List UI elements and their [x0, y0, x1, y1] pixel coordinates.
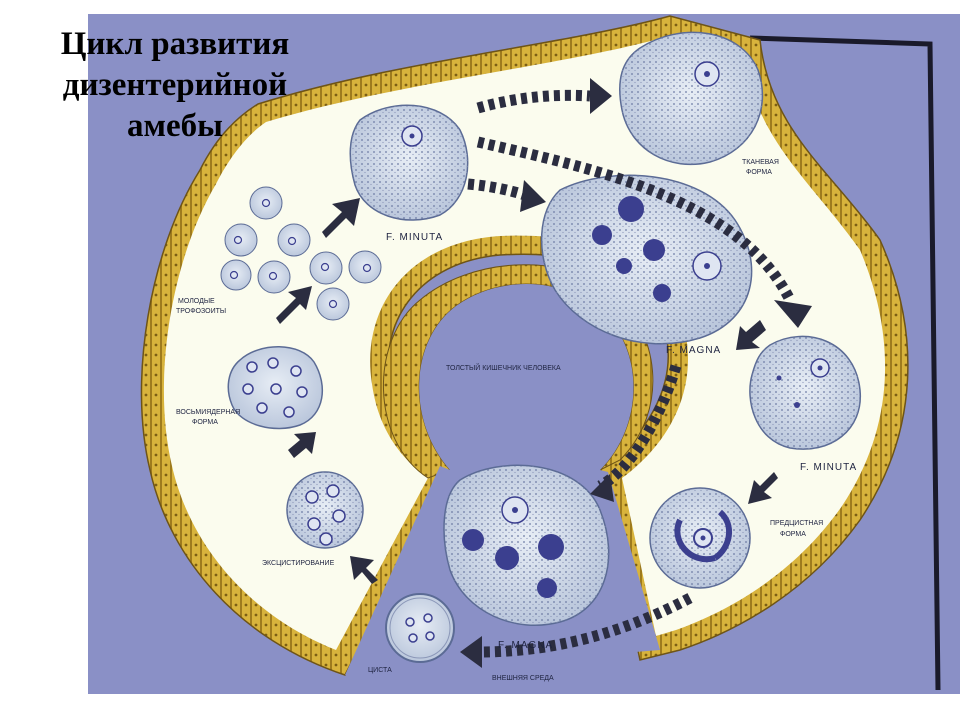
- arrow-icon: [276, 286, 312, 324]
- label-f-minuta-top: F. MINUTA: [386, 232, 443, 243]
- label-eight-nuclear-2: ФОРМА: [192, 419, 218, 426]
- precyst-cell: [649, 487, 751, 589]
- label-tissue-form-1: ТКАНЕВАЯ: [742, 159, 779, 166]
- tissue-form-cell: [619, 31, 764, 166]
- label-environment: ВНЕШНЯЯ СРЕДА: [492, 675, 554, 682]
- title-line-2: дизентерийной: [62, 67, 288, 103]
- label-precyst-1: ПРЕДЦИСТНАЯ: [770, 520, 823, 527]
- diagram-labels: F. MINUTA F. MINUTA F. MAGNA F. MAGNA ТК…: [176, 159, 857, 682]
- label-young-troph-1: МОЛОДЫЕ: [178, 298, 215, 305]
- label-cyst: ЦИСТА: [368, 667, 392, 674]
- label-f-magna-bottom: F. MAGNA: [498, 640, 553, 651]
- arrow-icon: [590, 474, 614, 502]
- dashed-arrow-heads: [460, 78, 812, 668]
- f-minuta-right-cell: [749, 335, 861, 450]
- label-tissue-form-2: ФОРМА: [746, 169, 772, 176]
- arrow-icon: [748, 472, 778, 504]
- label-colon: ТОЛСТЫЙ КИШЕЧНИК ЧЕЛОВЕКА: [446, 363, 561, 372]
- arrow-icon: [736, 320, 766, 350]
- page-title: Цикл развития дизентерийной амебы: [30, 24, 320, 147]
- label-precyst-2: ФОРМА: [780, 531, 806, 538]
- arrows-group: [276, 198, 778, 584]
- arrow-icon: [350, 556, 378, 584]
- arrow-icon: [774, 300, 812, 328]
- label-f-minuta-right: F. MINUTA: [800, 462, 857, 473]
- arrow-icon: [322, 198, 360, 238]
- arrow-icon: [590, 78, 612, 114]
- title-line-3: амебы: [127, 108, 223, 144]
- eight-nuclear-cell: [227, 346, 324, 430]
- board-edge: [749, 35, 941, 691]
- excystation-cell: [286, 471, 364, 549]
- arrow-icon: [520, 180, 546, 212]
- f-minuta-top-cell: [349, 104, 469, 221]
- label-young-troph-2: ТРОФОЗОИТЫ: [176, 308, 226, 315]
- f-magna-bottom-cell: [443, 464, 610, 626]
- label-excystation: ЭКСЦИСТИРОВАНИЕ: [262, 560, 335, 567]
- label-eight-nuclear-1: ВОСЬМИЯДЕРНАЯ: [176, 409, 240, 416]
- label-f-magna-center: F. MAGNA: [666, 345, 721, 356]
- arrow-icon: [288, 432, 316, 458]
- arrow-icon: [460, 636, 482, 668]
- cyst-cell: [385, 593, 455, 663]
- young-trophozoites-cluster: [220, 186, 382, 321]
- title-line-1: Цикл развития: [60, 26, 290, 62]
